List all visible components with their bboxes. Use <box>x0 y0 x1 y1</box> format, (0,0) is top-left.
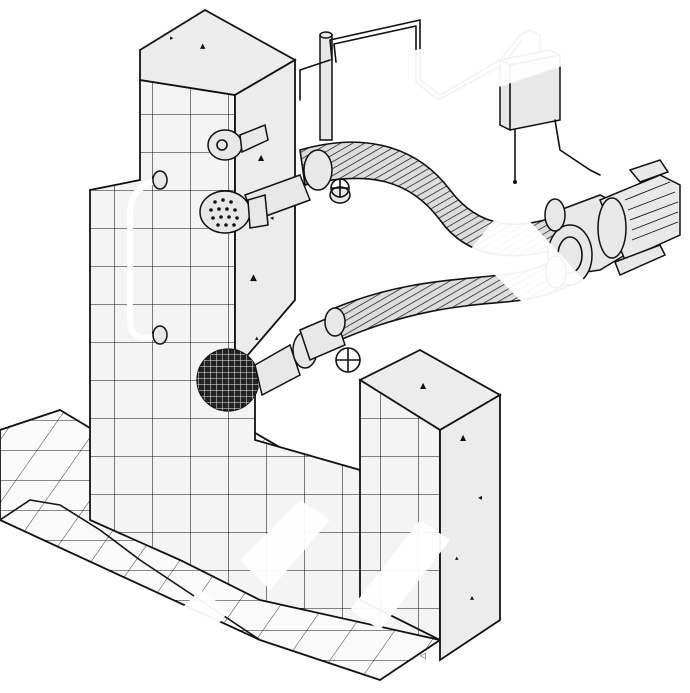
svg-text:▲: ▲ <box>250 273 257 283</box>
suction-grille <box>196 331 318 412</box>
svg-text:▲: ▲ <box>420 381 427 390</box>
shutoff-valve-lower <box>299 307 361 373</box>
grab-rail <box>127 170 168 345</box>
svg-text:▴: ▴ <box>255 334 259 342</box>
pump-motor <box>544 159 681 289</box>
svg-text:▴: ▴ <box>455 554 459 562</box>
svg-text:▲: ▲ <box>200 42 206 50</box>
svg-text:▲: ▲ <box>460 433 467 442</box>
watermark <box>150 10 640 670</box>
svg-text:▴: ▴ <box>470 593 474 602</box>
massage-nozzle <box>199 190 269 234</box>
svg-text:◂: ◂ <box>270 214 274 222</box>
svg-text:▸: ▸ <box>170 34 174 42</box>
svg-text:◂: ◂ <box>478 493 482 502</box>
wall-nozzle <box>207 123 269 161</box>
svg-text:▲: ▲ <box>258 153 265 162</box>
svg-text:◁: ◁ <box>419 651 426 660</box>
